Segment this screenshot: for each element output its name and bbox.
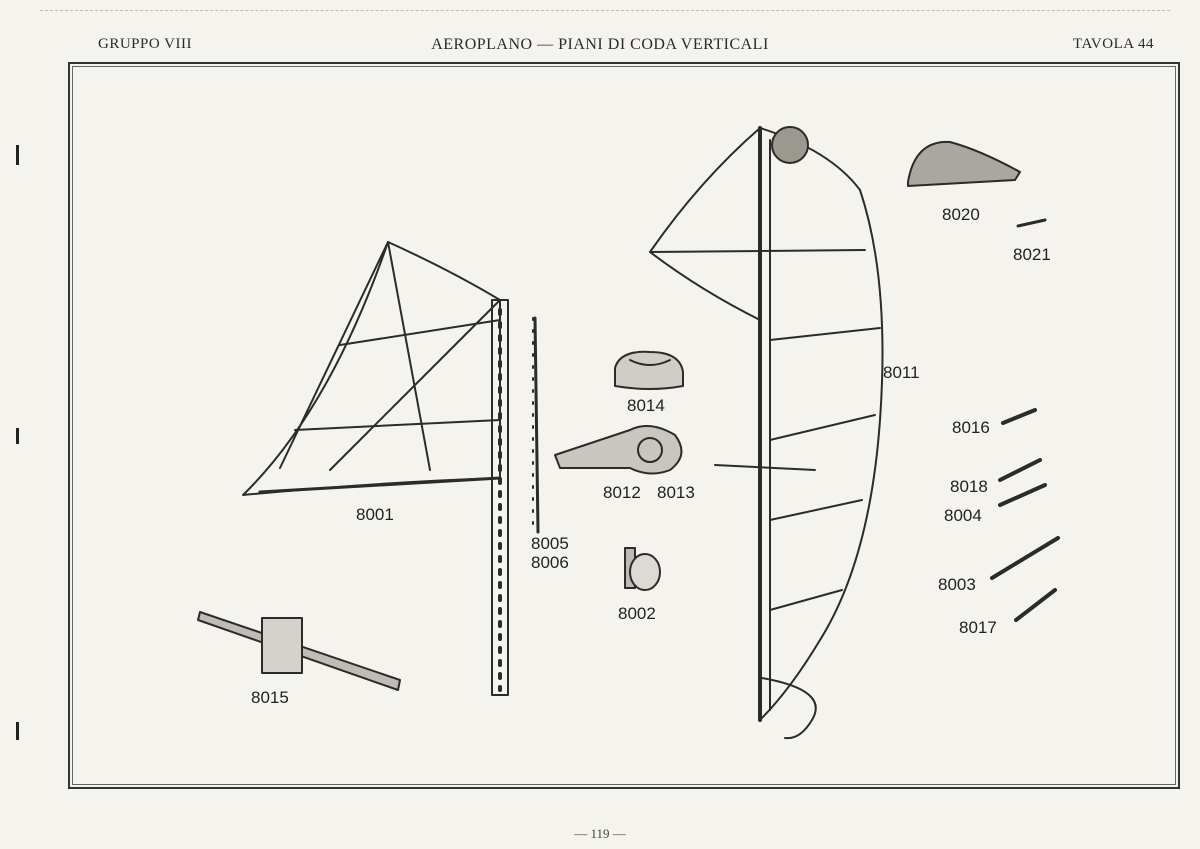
part-8011-rudder-frame xyxy=(649,126,884,740)
page-title: AEROPLANO — PIANI DI CODA VERTICALI xyxy=(431,36,769,53)
label-8020: 8020 xyxy=(942,205,980,224)
part-8012-clamp xyxy=(554,425,683,475)
label-8002: 8002 xyxy=(618,604,656,623)
part-8018-bolt xyxy=(998,458,1042,482)
label-8004: 8004 xyxy=(944,506,982,525)
label-8018: 8018 xyxy=(950,477,988,496)
part-stern-post xyxy=(491,299,509,696)
part-8021-screw xyxy=(1016,218,1047,228)
label-8003: 8003 xyxy=(938,575,976,594)
label-8016: 8016 xyxy=(952,418,990,437)
page-number: — 119 — xyxy=(574,826,626,841)
label-8013: 8013 xyxy=(657,483,695,502)
label-8015: 8015 xyxy=(251,688,289,707)
part-8015-lever xyxy=(197,611,401,691)
label-8017: 8017 xyxy=(959,618,997,637)
part-8020-cap xyxy=(907,140,1021,187)
part-8001-fin-frame xyxy=(242,241,502,496)
top-rule xyxy=(40,10,1170,11)
part-8004-bolt xyxy=(998,483,1047,507)
label-8001: 8001 xyxy=(356,505,394,524)
binding-mark xyxy=(16,722,19,740)
label-8021: 8021 xyxy=(1013,245,1051,264)
label-8005: 8005 xyxy=(531,534,569,553)
group-heading: GRUPPO VIII xyxy=(98,36,192,52)
part-8003-bolt xyxy=(990,536,1060,580)
binding-mark xyxy=(16,145,19,165)
part-8017-bolt xyxy=(1014,588,1057,622)
binding-mark xyxy=(16,428,19,444)
plate-frame-outer xyxy=(68,62,1180,789)
plate-number: TAVOLA 44 xyxy=(1073,36,1154,52)
part-8014-fitting xyxy=(614,350,684,390)
part-8002-hinge xyxy=(624,547,661,591)
plate-frame-inner xyxy=(72,66,1176,785)
part-8005-strip xyxy=(532,316,540,534)
label-8011: 8011 xyxy=(883,363,920,382)
part-8016-bolt xyxy=(1001,408,1037,425)
label-8014: 8014 xyxy=(627,396,665,415)
label-8012: 8012 xyxy=(603,483,641,502)
label-8006: 8006 xyxy=(531,553,569,572)
